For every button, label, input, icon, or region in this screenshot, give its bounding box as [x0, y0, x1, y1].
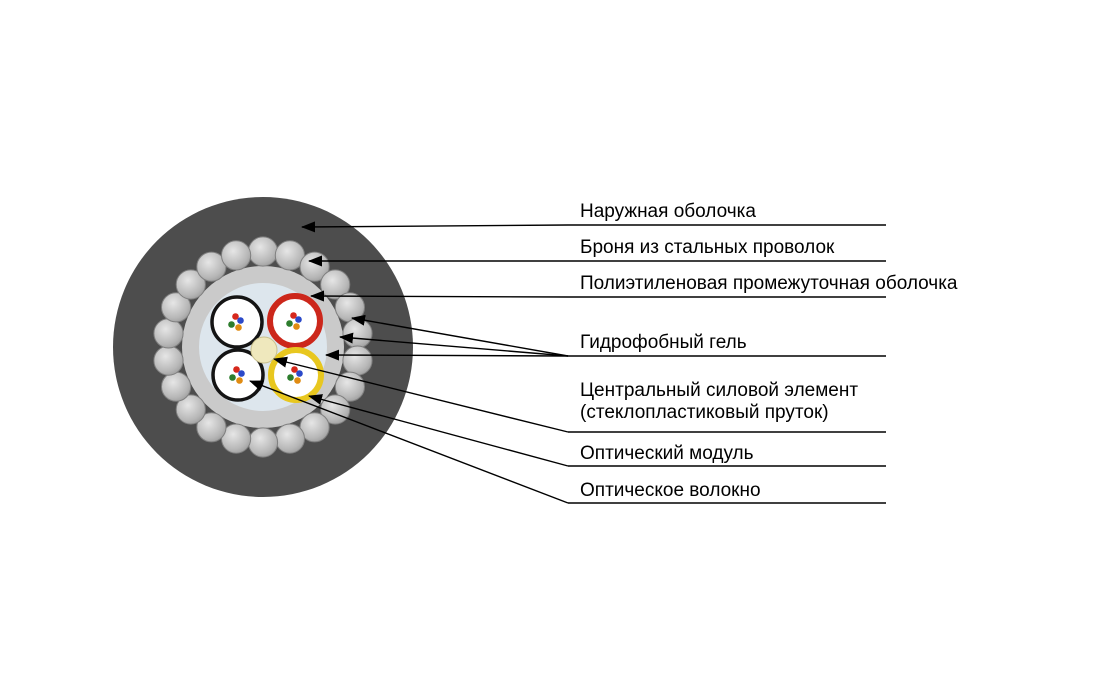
module-tube: [210, 295, 264, 349]
label-outer-sheath: Наружная оболочка: [580, 201, 756, 222]
leader-outer-sheath: [301, 221, 569, 233]
label-central-element-line2: (стеклопластиковый пруток): [580, 402, 829, 423]
optical-fiber: [228, 321, 235, 328]
armor-wire: [274, 240, 305, 271]
optical-fiber: [291, 366, 298, 373]
armor-wire: [247, 236, 279, 267]
label-hydrophobic-gel: Гидрофобный гель: [580, 332, 747, 353]
leader-intermediate-sheath: [310, 290, 569, 302]
armor-wire: [196, 251, 227, 282]
armor-wire: [334, 292, 365, 323]
optical-fiber: [229, 374, 236, 381]
optical-fiber: [296, 370, 303, 377]
optical-fiber: [238, 370, 245, 377]
armor-wire: [161, 371, 192, 402]
armor-wire: [153, 345, 184, 376]
armor-wire: [161, 292, 192, 323]
leader-central-element: [273, 356, 569, 433]
module-tube: [267, 293, 323, 349]
central-strength-element: [250, 336, 278, 364]
armor-wire: [342, 345, 373, 376]
optical-fiber: [286, 320, 293, 327]
label-optical-fiber: Оптическое волокно: [580, 480, 761, 501]
optical-fiber: [235, 324, 242, 331]
optical-fiber: [290, 312, 297, 319]
optical-fiber: [287, 374, 294, 381]
leader-optical-module: [308, 394, 569, 467]
optical-module: [267, 293, 323, 349]
optical-fiber: [232, 313, 239, 320]
optical-fiber: [294, 377, 301, 384]
armor-wire: [221, 240, 252, 271]
armor-wire: [153, 318, 184, 349]
armor-wire: [175, 269, 206, 300]
label-underlines: [568, 224, 886, 504]
optical-fiber: [236, 377, 243, 384]
armor-wire: [196, 412, 227, 443]
armor-wires-ring: [153, 236, 373, 458]
leader-gel-1: [351, 314, 569, 357]
armor-wire: [175, 394, 206, 425]
leader-gel-3: [325, 349, 569, 361]
leader-optical-fiber: [249, 380, 569, 504]
label-intermediate-sheath: Полиэтиленовая промежуточная оболочка: [580, 273, 958, 294]
labels: Наружная оболочка Броня из стальных пров…: [580, 201, 958, 501]
armor-wire: [247, 427, 279, 458]
leader-arrows: [249, 221, 569, 504]
optical-module: [210, 295, 264, 349]
armor-wire: [299, 412, 330, 443]
optical-fiber: [237, 317, 244, 324]
optical-fiber: [293, 323, 300, 330]
armor-wire: [274, 423, 305, 454]
armor-wire: [342, 318, 373, 349]
label-optical-module: Оптический модуль: [580, 443, 754, 464]
armor-wire: [221, 423, 252, 454]
optical-fiber: [233, 366, 240, 373]
label-armor-wires: Броня из стальных проволок: [580, 237, 835, 258]
armor-wire: [320, 269, 351, 300]
label-central-element-line1: Центральный силовой элемент: [580, 380, 858, 401]
leader-gel-2: [339, 332, 569, 357]
optical-fiber: [295, 316, 302, 323]
